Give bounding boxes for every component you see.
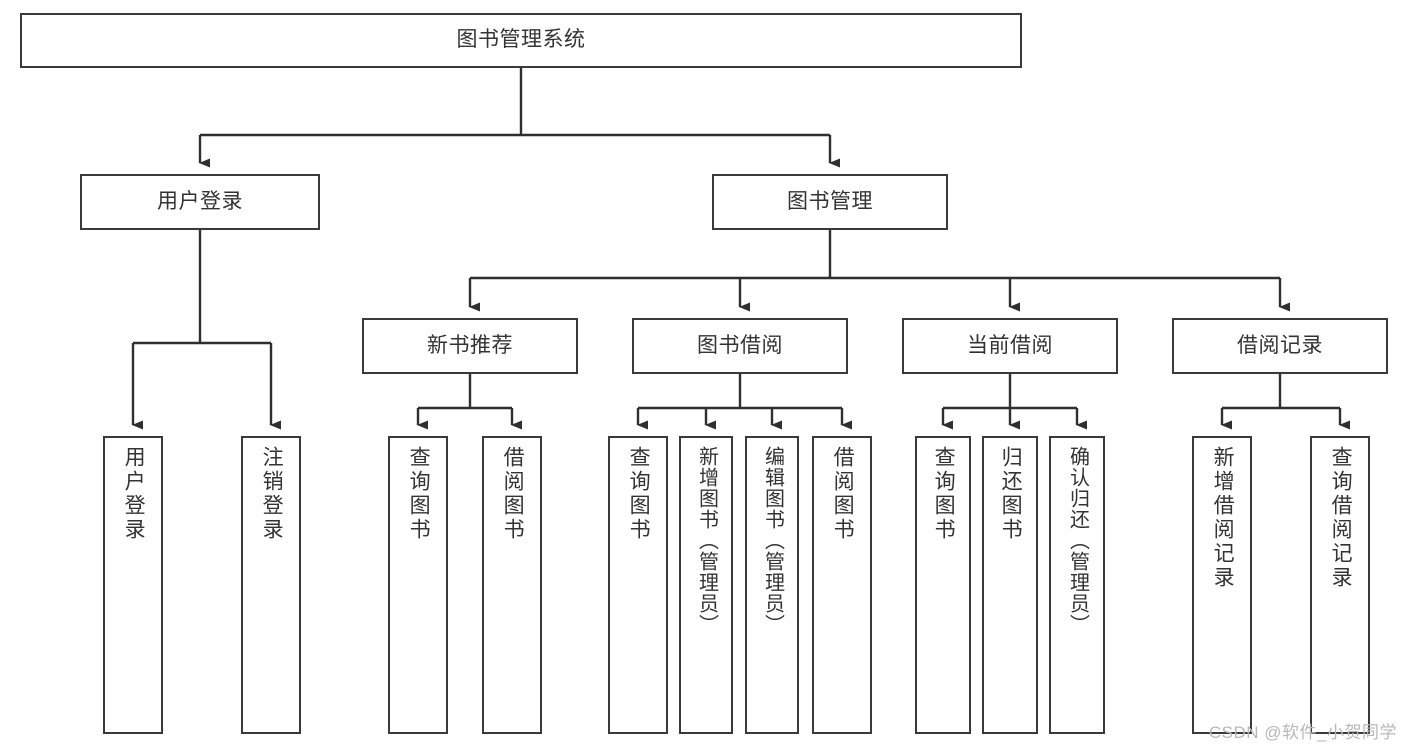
node-label-leaf-cb-query: 查询图书 [932, 446, 956, 542]
node-label-current-borrow: 当前借阅 [967, 333, 1053, 357]
node-label-leaf-rec-borrow: 借阅图书 [501, 446, 525, 542]
node-book-borrow[interactable]: 图书借阅 [632, 318, 848, 374]
watermark-label: CSDN @软件_小贺同学 [1208, 723, 1397, 742]
node-label-leaf-bb-query: 查询图书 [627, 446, 651, 542]
node-new-book-rec[interactable]: 新书推荐 [362, 318, 578, 374]
node-leaf-bb-borrow[interactable]: 借阅图书 [812, 436, 872, 734]
node-label-leaf-user-logout: 注销登录 [260, 446, 284, 542]
node-label-book-borrow: 图书借阅 [697, 333, 783, 357]
node-label-leaf-rec-query: 查询图书 [407, 446, 431, 542]
node-leaf-rec-query[interactable]: 查询图书 [388, 436, 448, 734]
node-leaf-bb-edit[interactable]: 编辑图书（管理员） [745, 436, 799, 734]
node-leaf-bb-query[interactable]: 查询图书 [608, 436, 668, 734]
node-label-new-book-rec: 新书推荐 [427, 333, 513, 357]
node-book-manage[interactable]: 图书管理 [712, 174, 948, 230]
node-leaf-user-logout[interactable]: 注销登录 [241, 436, 301, 734]
node-user-login[interactable]: 用户登录 [80, 174, 320, 230]
node-label-leaf-bb-borrow: 借阅图书 [831, 446, 855, 542]
node-label-root: 图书管理系统 [456, 28, 586, 52]
node-leaf-rec-borrow[interactable]: 借阅图书 [482, 436, 542, 734]
node-label-book-manage: 图书管理 [787, 189, 873, 213]
node-label-leaf-user-login: 用户登录 [122, 446, 146, 542]
node-label-leaf-br-query: 查询借阅记录 [1329, 446, 1353, 590]
node-borrow-record[interactable]: 借阅记录 [1172, 318, 1388, 374]
node-leaf-br-add[interactable]: 新增借阅记录 [1192, 436, 1252, 734]
node-current-borrow[interactable]: 当前借阅 [902, 318, 1118, 374]
node-label-borrow-record: 借阅记录 [1237, 333, 1323, 357]
node-label-user-login: 用户登录 [157, 189, 243, 213]
node-leaf-cb-query[interactable]: 查询图书 [915, 436, 971, 734]
node-leaf-bb-add[interactable]: 新增图书（管理员） [679, 436, 733, 734]
node-label-leaf-br-add: 新增借阅记录 [1211, 446, 1235, 590]
node-label-leaf-bb-add: 新增图书（管理员） [695, 446, 718, 635]
node-leaf-cb-confirm[interactable]: 确认归还（管理员） [1049, 436, 1105, 734]
node-leaf-user-login[interactable]: 用户登录 [103, 436, 163, 734]
node-label-leaf-bb-edit: 编辑图书（管理员） [761, 446, 784, 635]
node-leaf-cb-return[interactable]: 归还图书 [982, 436, 1038, 734]
node-label-leaf-cb-return: 归还图书 [999, 446, 1023, 542]
node-leaf-br-query[interactable]: 查询借阅记录 [1310, 436, 1370, 734]
node-label-leaf-cb-confirm: 确认归还（管理员） [1066, 446, 1089, 635]
node-root[interactable]: 图书管理系统 [20, 13, 1022, 68]
